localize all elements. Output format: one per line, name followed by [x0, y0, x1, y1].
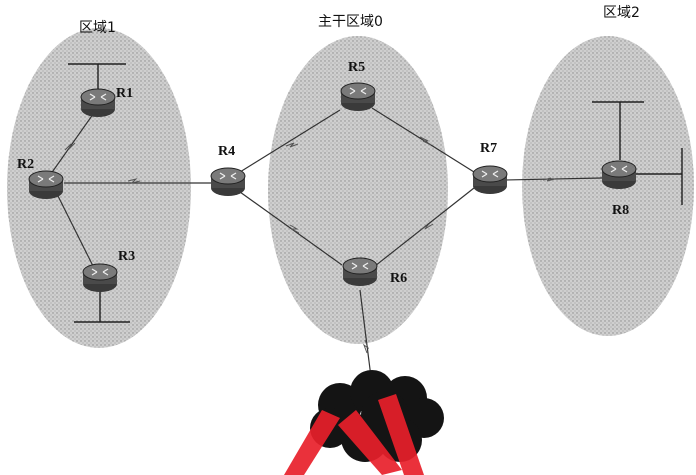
- router-icon: [28, 170, 64, 200]
- router-r2: [28, 170, 64, 200]
- router-r8-label: R8: [612, 203, 629, 218]
- link-r2-r3: [57, 195, 95, 269]
- router-r1: [80, 88, 116, 118]
- router-icon: [210, 167, 246, 197]
- router-r8: [601, 160, 637, 190]
- backbone-region: [268, 36, 448, 344]
- router-r5: [340, 82, 376, 112]
- area2-label: 区域2: [603, 5, 640, 21]
- link-r6-cloud: [359, 289, 373, 386]
- router-icon: [472, 165, 508, 195]
- router-r3: [82, 263, 118, 293]
- area1-label: 区域1: [79, 20, 116, 36]
- backbone-label: 主干区域0: [318, 14, 383, 30]
- router-icon: [80, 88, 116, 118]
- lan-stubs: [68, 63, 683, 323]
- router-r3-label: R3: [118, 249, 135, 264]
- router-r7-label: R7: [480, 141, 497, 156]
- router-r2-label: R2: [17, 157, 34, 172]
- router-r4: [210, 167, 246, 197]
- router-icon: [342, 257, 378, 287]
- watermark-logo: [284, 394, 424, 475]
- router-r6: [342, 257, 378, 287]
- link-r1-r2: [47, 109, 97, 179]
- router-icon: [340, 82, 376, 112]
- router-icon: [82, 263, 118, 293]
- link-r4-r5: [239, 109, 341, 173]
- router-icon: [601, 160, 637, 190]
- router-r6-label: R6: [390, 271, 407, 286]
- serial-link-markers: [64, 136, 556, 354]
- router-r5-label: R5: [348, 60, 365, 75]
- router-r4-label: R4: [218, 144, 235, 159]
- router-r1-label: R1: [116, 86, 133, 101]
- router-r7: [472, 165, 508, 195]
- link-r5-r7: [371, 107, 475, 173]
- area1-region: [7, 28, 191, 348]
